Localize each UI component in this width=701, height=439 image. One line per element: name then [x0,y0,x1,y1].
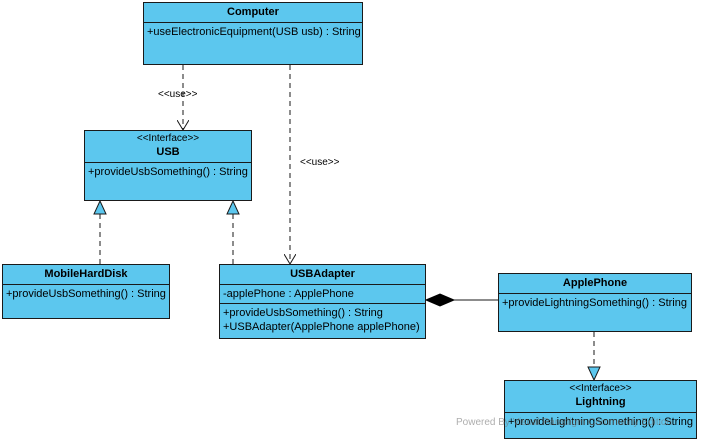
class-usb-adapter[interactable]: USBAdapter -applePhone : ApplePhone +pro… [219,264,426,339]
realization-arrowhead-lightning [587,366,601,382]
method: +provideUsbSomething() : String [6,288,166,300]
class-computer[interactable]: Computer +useElectronicEquipment(USB usb… [143,2,363,65]
class-name: USB [156,146,180,158]
method: +USBAdapter(ApplePhone applePhone) [223,321,420,333]
method: +provideLightningSomething() : String [508,416,693,428]
use-label-1: <<use>> [158,89,198,100]
interface-usb[interactable]: <<Interface>> USB +provideUsbSomething()… [84,130,252,201]
interface-lightning[interactable]: <<Interface>> Lightning +provideLightnin… [504,380,697,439]
watermark: Powered By Visual Paradigm Community Edi… [456,417,673,428]
class-name: MobileHardDisk [44,268,128,280]
method: +provideLightningSomething() : String [502,297,687,309]
composition-diamond [424,293,456,307]
stereotype: <<Interface>> [569,383,632,394]
stereotype: <<Interface>> [136,133,200,144]
method: +provideUsbSomething() : String [88,166,248,178]
class-name: ApplePhone [562,277,628,289]
class-mobile-hard-disk[interactable]: MobileHardDisk +provideUsbSomething() : … [2,264,170,319]
class-name: USBAdapter [290,268,355,280]
class-name: Computer [227,6,279,18]
use-label-2: <<use>> [300,157,340,168]
method: +useElectronicEquipment(USB usb) : Strin… [147,26,361,38]
class-apple-phone[interactable]: ApplePhone +provideLightningSomething() … [498,273,692,332]
realization-arrowhead-adapter [226,199,240,215]
method: +provideUsbSomething() : String [223,307,383,319]
attribute: -applePhone : ApplePhone [223,288,354,300]
realization-arrowhead-mobile [93,199,107,215]
class-name: Lightning [575,396,626,408]
